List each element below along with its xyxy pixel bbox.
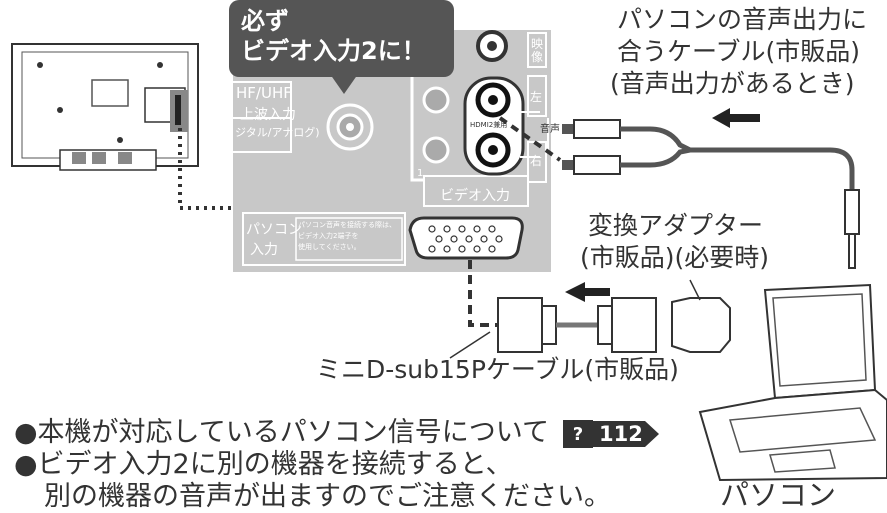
pc-input-line1: パソコン [246, 222, 302, 238]
note-supported-signals: ●本機が対応しているパソコン信号について [14, 417, 549, 448]
audio-cable [498, 108, 860, 269]
antenna-label-line1: 上波入力 [240, 107, 296, 123]
note-video-input-line2: 別の機器の音声が出ますのでご注意ください。 [44, 481, 611, 512]
pc-input-line2: 入力 [250, 242, 278, 258]
vga-cable-label: ミニD-sub15Pケーブル(市販品) [316, 355, 679, 384]
adapter-label-line2: (市販品)(必要時) [580, 243, 770, 272]
pc-note-line2: ビデオ入力2端子を [298, 232, 359, 240]
note-video-input-line1: ●ビデオ入力2に別の機器を接続すると、 [14, 449, 513, 480]
pc-note-line1: パソコン音声を接続する際は、 [298, 221, 396, 229]
tv-rear-illustration [11, 43, 199, 171]
question-icon: ? [563, 420, 593, 448]
page-number: 112 [593, 421, 645, 447]
laptop-illustration [698, 283, 887, 482]
left-label: 左 [530, 90, 543, 104]
pc-label: パソコン [720, 478, 837, 512]
arrow-right-icon [644, 421, 659, 447]
pc-note-line3: 使用してください。 [298, 243, 361, 251]
dotted-leader [178, 128, 235, 210]
audio-label: 音声 [540, 124, 560, 135]
audio-cable-label-line1: パソコンの音声出力に [617, 5, 868, 34]
input-number-label: 1 [417, 168, 424, 179]
audio-cable-label-line3: (音声出力があるとき) [610, 69, 855, 98]
callout-line1: 必ず [241, 7, 289, 35]
callout-line2: ビデオ入力2に！ [241, 37, 426, 65]
audio-cable-label-line2: 合うケーブル(市販品) [617, 37, 861, 66]
adapter-label-line1: 変換アダプター [588, 211, 764, 240]
video-label: 映像 [530, 37, 543, 64]
antenna-label-line2: ジタル/アナログ) [235, 126, 320, 139]
page-reference-badge[interactable]: ? 112 [563, 420, 659, 448]
right-label: 右 [530, 154, 543, 168]
hf-uhf-label: HF/UHF [236, 84, 292, 102]
callout-bubble: 必ず ビデオ入力2に！ [229, 0, 454, 77]
video-input-label: ビデオ入力 [440, 188, 510, 204]
callout-tail [330, 74, 358, 94]
hdmi-label: HDMI2兼用 [470, 121, 508, 129]
vga-cable [449, 260, 731, 359]
